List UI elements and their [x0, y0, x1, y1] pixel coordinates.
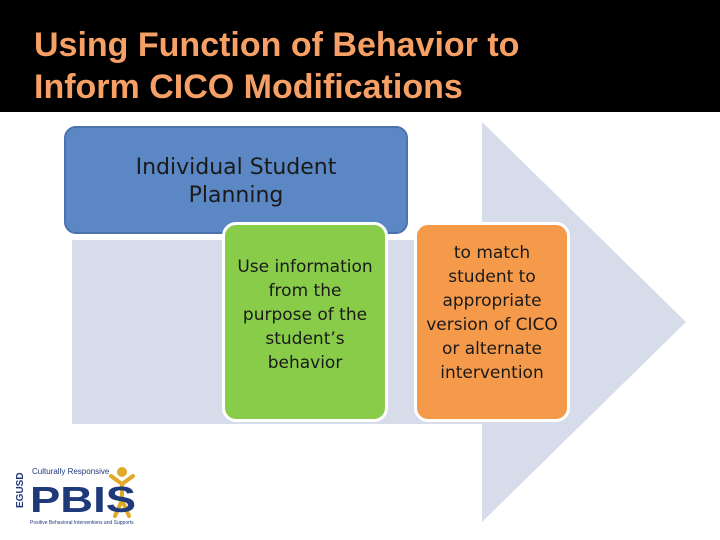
- use-information-box: Use information from the purpose of the …: [222, 222, 388, 422]
- title-bar: Using Function of Behavior to Inform CIC…: [0, 0, 720, 112]
- match-student-box: to match student to appropriate version …: [414, 222, 570, 422]
- title-line-1: Using Function of Behavior to: [34, 26, 520, 64]
- blue-box-line-1: Individual Student: [135, 155, 337, 180]
- individual-student-planning-box: Individual Student Planning: [64, 126, 408, 234]
- person-icon-body: [109, 474, 135, 518]
- slide-title: Using Function of Behavior to Inform CIC…: [34, 24, 704, 108]
- person-icon-head: [117, 467, 127, 477]
- pbis-logo: EGUSD Culturally Responsive PBIS Positiv…: [15, 467, 136, 526]
- orange-box-text: to match student to appropriate version …: [426, 243, 558, 383]
- logo-top-text: Culturally Responsive: [32, 467, 110, 476]
- green-box-text: Use information from the purpose of the …: [237, 257, 373, 373]
- logo-side-text: EGUSD: [15, 472, 26, 508]
- logo-main-text: PBIS: [30, 479, 136, 520]
- blue-box-line-2: Planning: [188, 183, 284, 208]
- title-line-2: Inform CICO Modifications: [34, 68, 463, 106]
- logo-bottom-text: Positive Behavioral Interventions and Su…: [30, 520, 134, 526]
